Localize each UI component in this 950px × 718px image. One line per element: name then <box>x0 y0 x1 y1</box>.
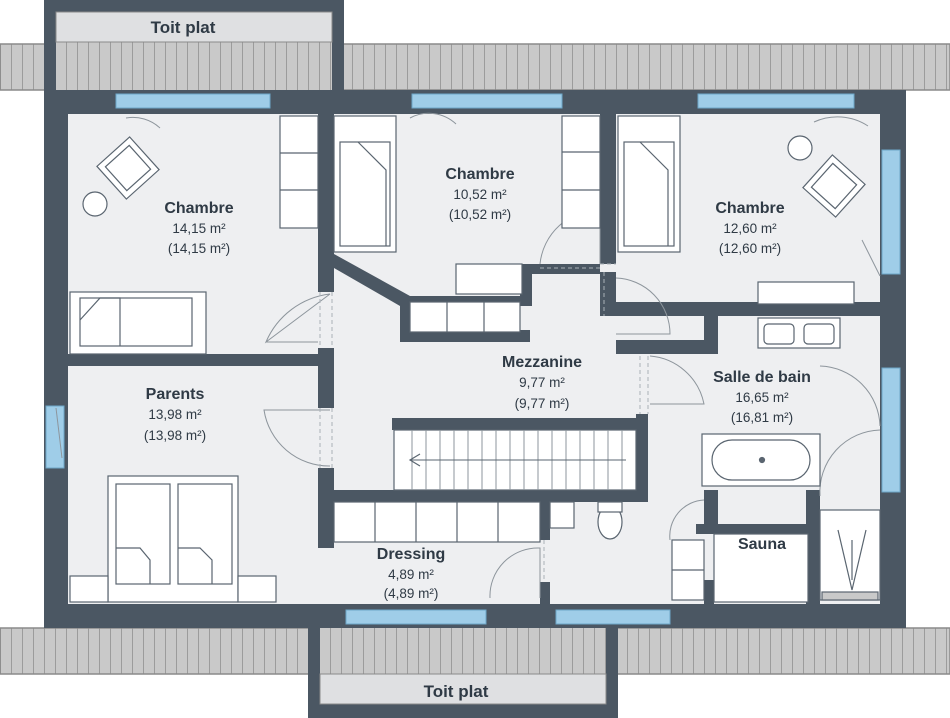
staircase <box>393 429 637 491</box>
room-area: 13,98 m² <box>148 407 202 422</box>
room-name: Salle de bain <box>713 369 811 386</box>
room-area-total: (14,15 m²) <box>168 241 230 256</box>
room-area: 14,15 m² <box>172 221 226 236</box>
windows <box>45 93 901 625</box>
flat-roof-bottom-label: Toit plat <box>424 682 489 701</box>
room-chambre-2: Chambre 10,52 m² (10,52 m²) <box>445 166 514 222</box>
room-dressing: Dressing 4,89 m² (4,89 m²) <box>377 546 445 601</box>
room-area-total: (4,89 m²) <box>384 586 439 601</box>
room-labels: Chambre 14,15 m² (14,15 m²) Chambre 10,5… <box>144 166 811 601</box>
room-area-total: (13,98 m²) <box>144 428 206 443</box>
desk-room-3 <box>757 281 855 305</box>
flat-roof-bottom: Toit plat <box>308 628 618 718</box>
furniture <box>69 115 881 603</box>
flat-roof-top-label: Toit plat <box>151 18 216 37</box>
room-area-total: (16,81 m²) <box>731 410 793 425</box>
room-area: 16,65 m² <box>735 390 789 405</box>
thresholds <box>319 263 649 582</box>
room-name: Chambre <box>445 166 514 183</box>
room-sauna: Sauna <box>738 536 786 553</box>
shower <box>819 509 881 601</box>
wardrobe-room-2 <box>561 115 601 229</box>
room-mezzanine: Mezzanine 9,77 m² (9,77 m²) <box>502 354 582 411</box>
room-area-total: (10,52 m²) <box>449 207 511 222</box>
room-name: Sauna <box>738 536 786 553</box>
room-parents: Parents 13,98 m² (13,98 m²) <box>144 386 206 443</box>
armchair-room-3 <box>802 154 866 218</box>
side-table-room-1 <box>82 191 108 217</box>
room-area: 12,60 m² <box>723 221 777 236</box>
room-name: Chambre <box>715 200 784 217</box>
dressing-cabinets <box>333 501 541 543</box>
room-area: 4,89 m² <box>388 567 434 582</box>
room-name: Dressing <box>377 546 445 563</box>
wardrobe-room-1 <box>279 115 319 229</box>
room-salle-de-bain: Salle de bain 16,65 m² (16,81 m²) <box>713 369 811 425</box>
room-area: 10,52 m² <box>453 187 507 202</box>
flat-roof-top: Toit plat <box>44 0 344 90</box>
room-area: 9,77 m² <box>519 375 565 390</box>
side-table-room-3 <box>787 135 813 161</box>
sauna-cabin <box>713 533 809 603</box>
room-area-total: (12,60 m²) <box>719 241 781 256</box>
room-name: Mezzanine <box>502 354 582 371</box>
cabinets-mezzanine <box>409 301 521 333</box>
room-name: Parents <box>146 386 205 403</box>
room-name: Chambre <box>164 200 233 217</box>
armchair-room-1 <box>96 136 160 200</box>
interior-walls <box>68 114 906 606</box>
room-chambre-1: Chambre 14,15 m² (14,15 m²) <box>164 200 233 256</box>
bath-cabinet <box>549 501 575 529</box>
desk-room-2 <box>455 263 523 295</box>
room-area-total: (9,77 m²) <box>515 396 570 411</box>
room-chambre-3: Chambre 12,60 m² (12,60 m²) <box>715 200 784 256</box>
